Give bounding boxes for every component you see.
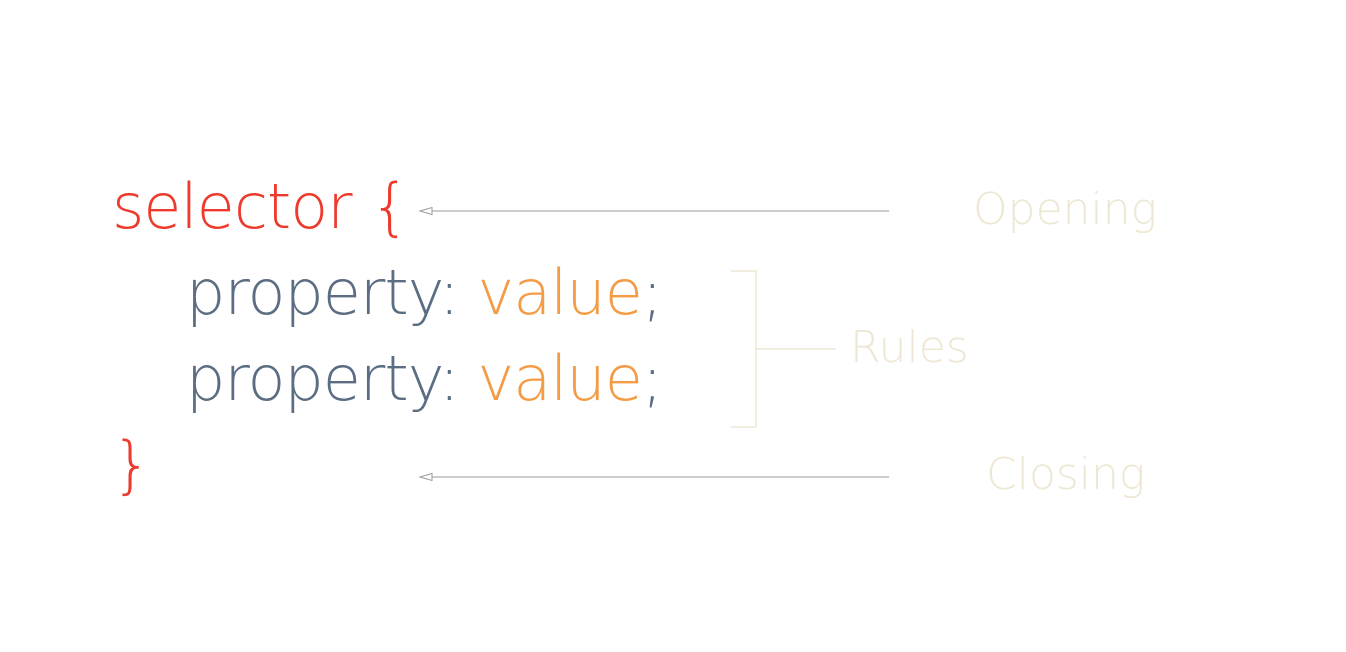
closing-arrow: [418, 472, 889, 482]
closing-arrowhead-icon: [418, 472, 433, 482]
selector-line: selector {: [112, 176, 410, 238]
declaration-line-2: property: value;: [186, 348, 663, 410]
rules-label: Rules: [850, 322, 969, 373]
property-token: property: [186, 256, 440, 329]
closing-label: Closing: [986, 449, 1146, 500]
opening-arrow: [418, 206, 889, 216]
closing-brace: }: [112, 428, 151, 501]
declaration-line-1: property: value;: [186, 262, 663, 324]
closing-line: }: [112, 434, 151, 496]
value-token: value: [477, 256, 643, 329]
opening-arrowhead-icon: [418, 206, 433, 216]
opening-label: Opening: [973, 184, 1158, 235]
selector-token: selector: [112, 170, 353, 243]
semicolon-token: ;: [641, 256, 663, 329]
opening-brace: {: [370, 170, 409, 243]
rules-bracket: [731, 270, 836, 428]
property-token: property: [186, 342, 440, 415]
value-token: value: [477, 342, 643, 415]
colon-token: :: [438, 256, 460, 329]
semicolon-token: ;: [641, 342, 663, 415]
colon-token: :: [438, 342, 460, 415]
